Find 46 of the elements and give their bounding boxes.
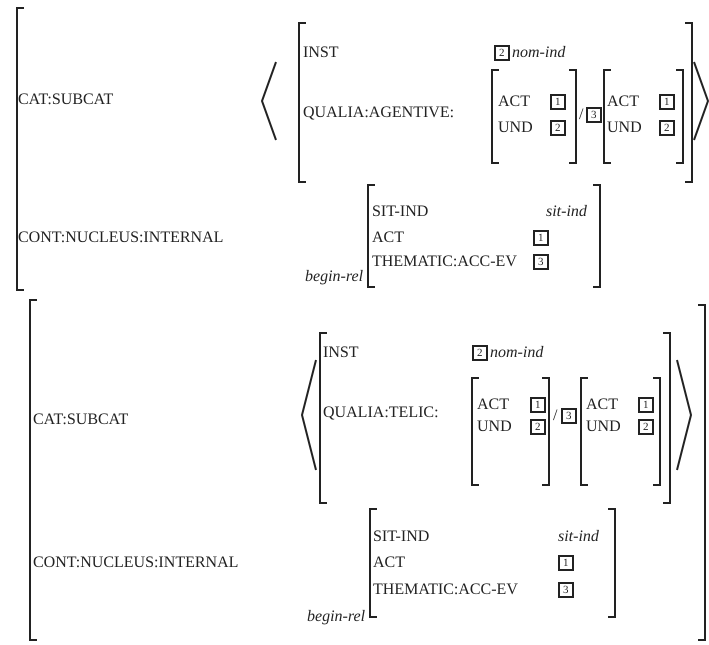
slash-symbol: / <box>553 407 558 425</box>
attribute-name: ACT <box>372 229 404 247</box>
tag-number: 1 <box>638 397 654 413</box>
tag-number: 1 <box>550 94 566 110</box>
tag-number: 2 <box>550 120 566 136</box>
attribute-name: ACT <box>477 396 509 414</box>
tag-number: 1 <box>533 230 548 246</box>
type-value: sit-ind <box>546 203 587 221</box>
tag-number: 1 <box>659 94 674 110</box>
type-value: nom-ind <box>490 344 544 362</box>
tag-number: 3 <box>561 408 576 424</box>
type-value: sit-ind <box>558 528 599 546</box>
attribute-name: QUALIA:TELIC: <box>323 404 439 422</box>
attribute-name: INST <box>303 44 339 62</box>
tag-number: 2 <box>659 120 674 136</box>
attribute-name: CAT:SUBCAT <box>18 91 114 109</box>
attribute-name: INST <box>323 344 359 362</box>
tag-number: 2 <box>472 345 488 361</box>
relation-type: begin-rel <box>305 268 364 286</box>
tag-number: 2 <box>494 45 510 61</box>
attribute-name: ACT <box>373 554 405 572</box>
attribute-name: ACT <box>607 93 639 111</box>
tag-number: 2 <box>638 419 654 435</box>
attribute-name: UND <box>607 119 642 137</box>
tag-number: 3 <box>558 582 574 598</box>
slash-symbol: / <box>579 106 584 124</box>
attribute-name: ACT <box>586 396 618 414</box>
tag-number: 3 <box>533 254 548 270</box>
attribute-name: SIT-IND <box>373 528 430 546</box>
tag-number: 1 <box>558 555 574 571</box>
attribute-name: QUALIA:AGENTIVE: <box>303 104 454 122</box>
attribute-name: CONT:NUCLEUS:INTERNAL <box>33 554 238 572</box>
attribute-name: CONT:NUCLEUS:INTERNAL <box>18 229 224 247</box>
attribute-name: CAT:SUBCAT <box>33 411 128 429</box>
tag-number: 2 <box>530 419 546 435</box>
tag-number: 1 <box>530 397 546 413</box>
attribute-name: UND <box>498 119 533 137</box>
tag-number: 3 <box>586 107 602 123</box>
attribute-name: SIT-IND <box>372 203 428 221</box>
attribute-name: UND <box>586 418 621 436</box>
attribute-name: ACT <box>498 93 530 111</box>
type-value: nom-ind <box>512 44 566 62</box>
relation-type: begin-rel <box>307 608 366 626</box>
attribute-name: UND <box>477 418 512 436</box>
attribute-name: THEMATIC:ACC-EV <box>372 253 517 271</box>
attribute-name: THEMATIC:ACC-EV <box>373 581 518 599</box>
